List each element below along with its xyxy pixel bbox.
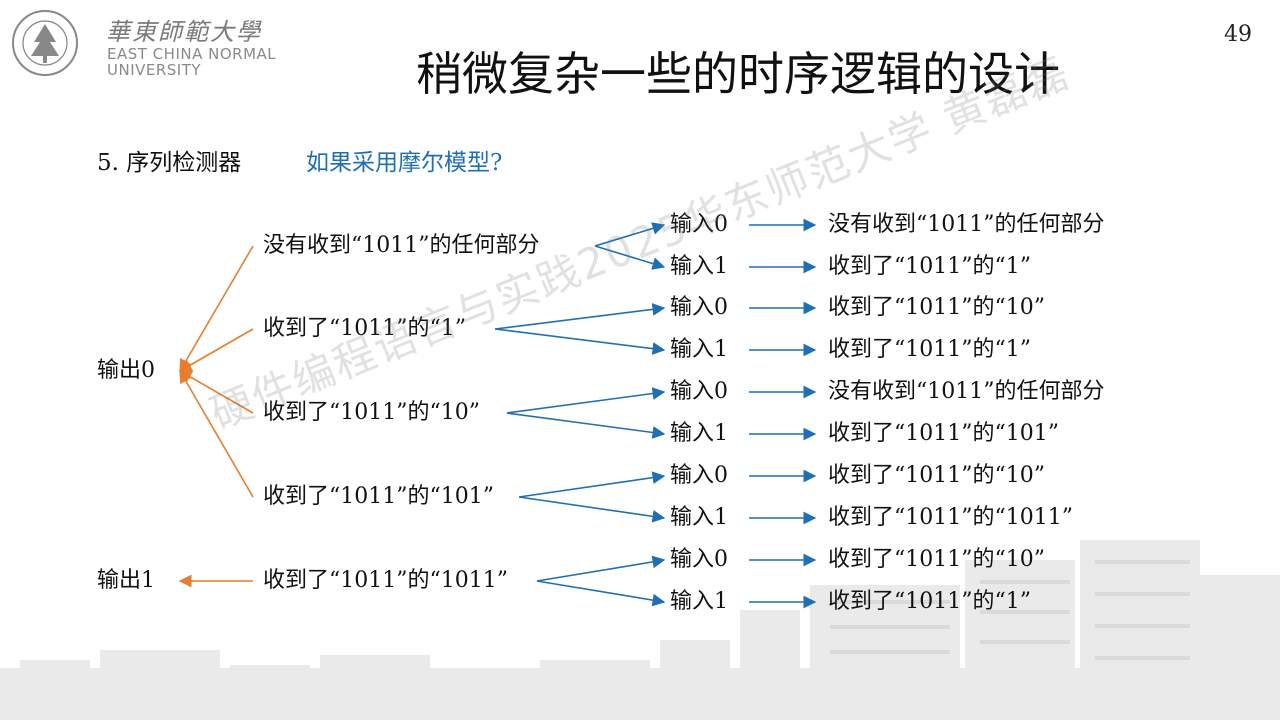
next-state-label: 收到了“1011”的“1” (828, 337, 1031, 362)
input-label: 输入1 (670, 337, 728, 362)
state-label: 收到了“1011”的“1” (263, 316, 466, 341)
output-0-edge (179, 245, 254, 373)
slide-title: 稍微复杂一些的时序逻辑的设计 (416, 47, 1060, 101)
output-0-label: 输出0 (97, 358, 155, 383)
state-label: 收到了“1011”的“1011” (263, 568, 508, 593)
input-label: 输入0 (670, 547, 728, 572)
input-label: 输入1 (670, 421, 728, 446)
next-state-label: 没有收到“1011”的任何部分 (828, 212, 1104, 237)
university-logo: 華東師範大學 EAST CHINA NORMAL UNIVERSITY (10, 8, 300, 78)
output-0-edge (178, 328, 254, 372)
logo-english-line1: EAST CHINA NORMAL (107, 45, 277, 63)
input-label: 输入0 (670, 379, 728, 404)
section-subtitle: 5. 序列检测器 (97, 150, 242, 176)
transition-branch-edge (536, 555, 666, 582)
logo-english-line2: UNIVERSITY (107, 61, 202, 79)
output-1-label: 输出1 (97, 568, 155, 593)
next-state-label: 收到了“1011”的“10” (828, 547, 1045, 572)
next-state-label: 收到了“1011”的“1011” (828, 505, 1073, 530)
logo-english-name: EAST CHINA NORMAL UNIVERSITY (107, 46, 276, 78)
ecnu-seal-icon (12, 10, 78, 76)
transition-branch-edge (494, 328, 666, 355)
page-number: 49 (1224, 22, 1252, 47)
transition-branch-edge (594, 245, 666, 270)
next-state-label: 收到了“1011”的“1” (828, 254, 1031, 279)
state-label: 收到了“1011”的“10” (263, 400, 480, 425)
next-state-label: 收到了“1011”的“101” (828, 421, 1059, 446)
transition-branch-edge (506, 387, 666, 414)
output-0-edge (179, 369, 254, 498)
logo-chinese-name: 華東師範大學 (106, 18, 262, 46)
transition-branch-edge (594, 222, 666, 247)
next-state-label: 收到了“1011”的“10” (828, 295, 1045, 320)
next-state-label: 收到了“1011”的“10” (828, 463, 1045, 488)
transition-branch-edge (518, 496, 666, 523)
next-state-label: 收到了“1011”的“1” (828, 589, 1031, 614)
state-label: 收到了“1011”的“101” (263, 484, 494, 509)
state-label: 没有收到“1011”的任何部分 (263, 233, 539, 258)
input-label: 输入1 (670, 589, 728, 614)
transition-branch-edge (506, 412, 666, 439)
transition-branch-edge (518, 471, 666, 498)
input-label: 输入0 (670, 295, 728, 320)
input-label: 输入0 (670, 212, 728, 237)
moore-model-question: 如果采用摩尔模型? (306, 150, 503, 176)
transition-branch-edge (536, 580, 666, 607)
transition-branch-edge (494, 303, 666, 330)
input-label: 输入1 (670, 254, 728, 279)
input-label: 输入1 (670, 505, 728, 530)
output-0-edge (178, 370, 254, 414)
input-label: 输入0 (670, 463, 728, 488)
next-state-label: 没有收到“1011”的任何部分 (828, 379, 1104, 404)
